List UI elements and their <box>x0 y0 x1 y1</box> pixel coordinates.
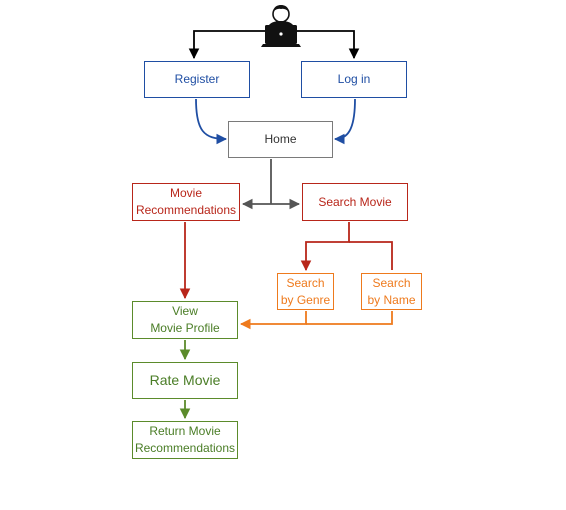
movie-recommendations-node: Movie Recommendations <box>132 183 240 221</box>
user-laptop-icon <box>261 5 301 47</box>
connector-search-name <box>349 241 393 270</box>
connector-name-view <box>306 311 393 325</box>
search-by-name-node: Search by Name <box>361 273 422 310</box>
connector-user-register <box>188 30 265 60</box>
home-node: Home <box>228 121 333 158</box>
login-node: Log in <box>301 61 407 98</box>
rate-movie-node: Rate Movie <box>132 362 238 399</box>
view-movie-profile-node: View Movie Profile <box>132 301 238 339</box>
connector-genre-view <box>239 311 307 330</box>
return-movie-recommendations-node: Return Movie Recommendations <box>132 421 238 459</box>
connector-search-genre <box>300 222 350 272</box>
search-movie-node: Search Movie <box>302 183 408 221</box>
search-by-genre-node: Search by Genre <box>277 273 334 310</box>
connector-register-home <box>195 98 228 145</box>
connector-user-login <box>297 30 360 60</box>
connector-login-home <box>333 98 356 145</box>
register-node: Register <box>144 61 250 98</box>
